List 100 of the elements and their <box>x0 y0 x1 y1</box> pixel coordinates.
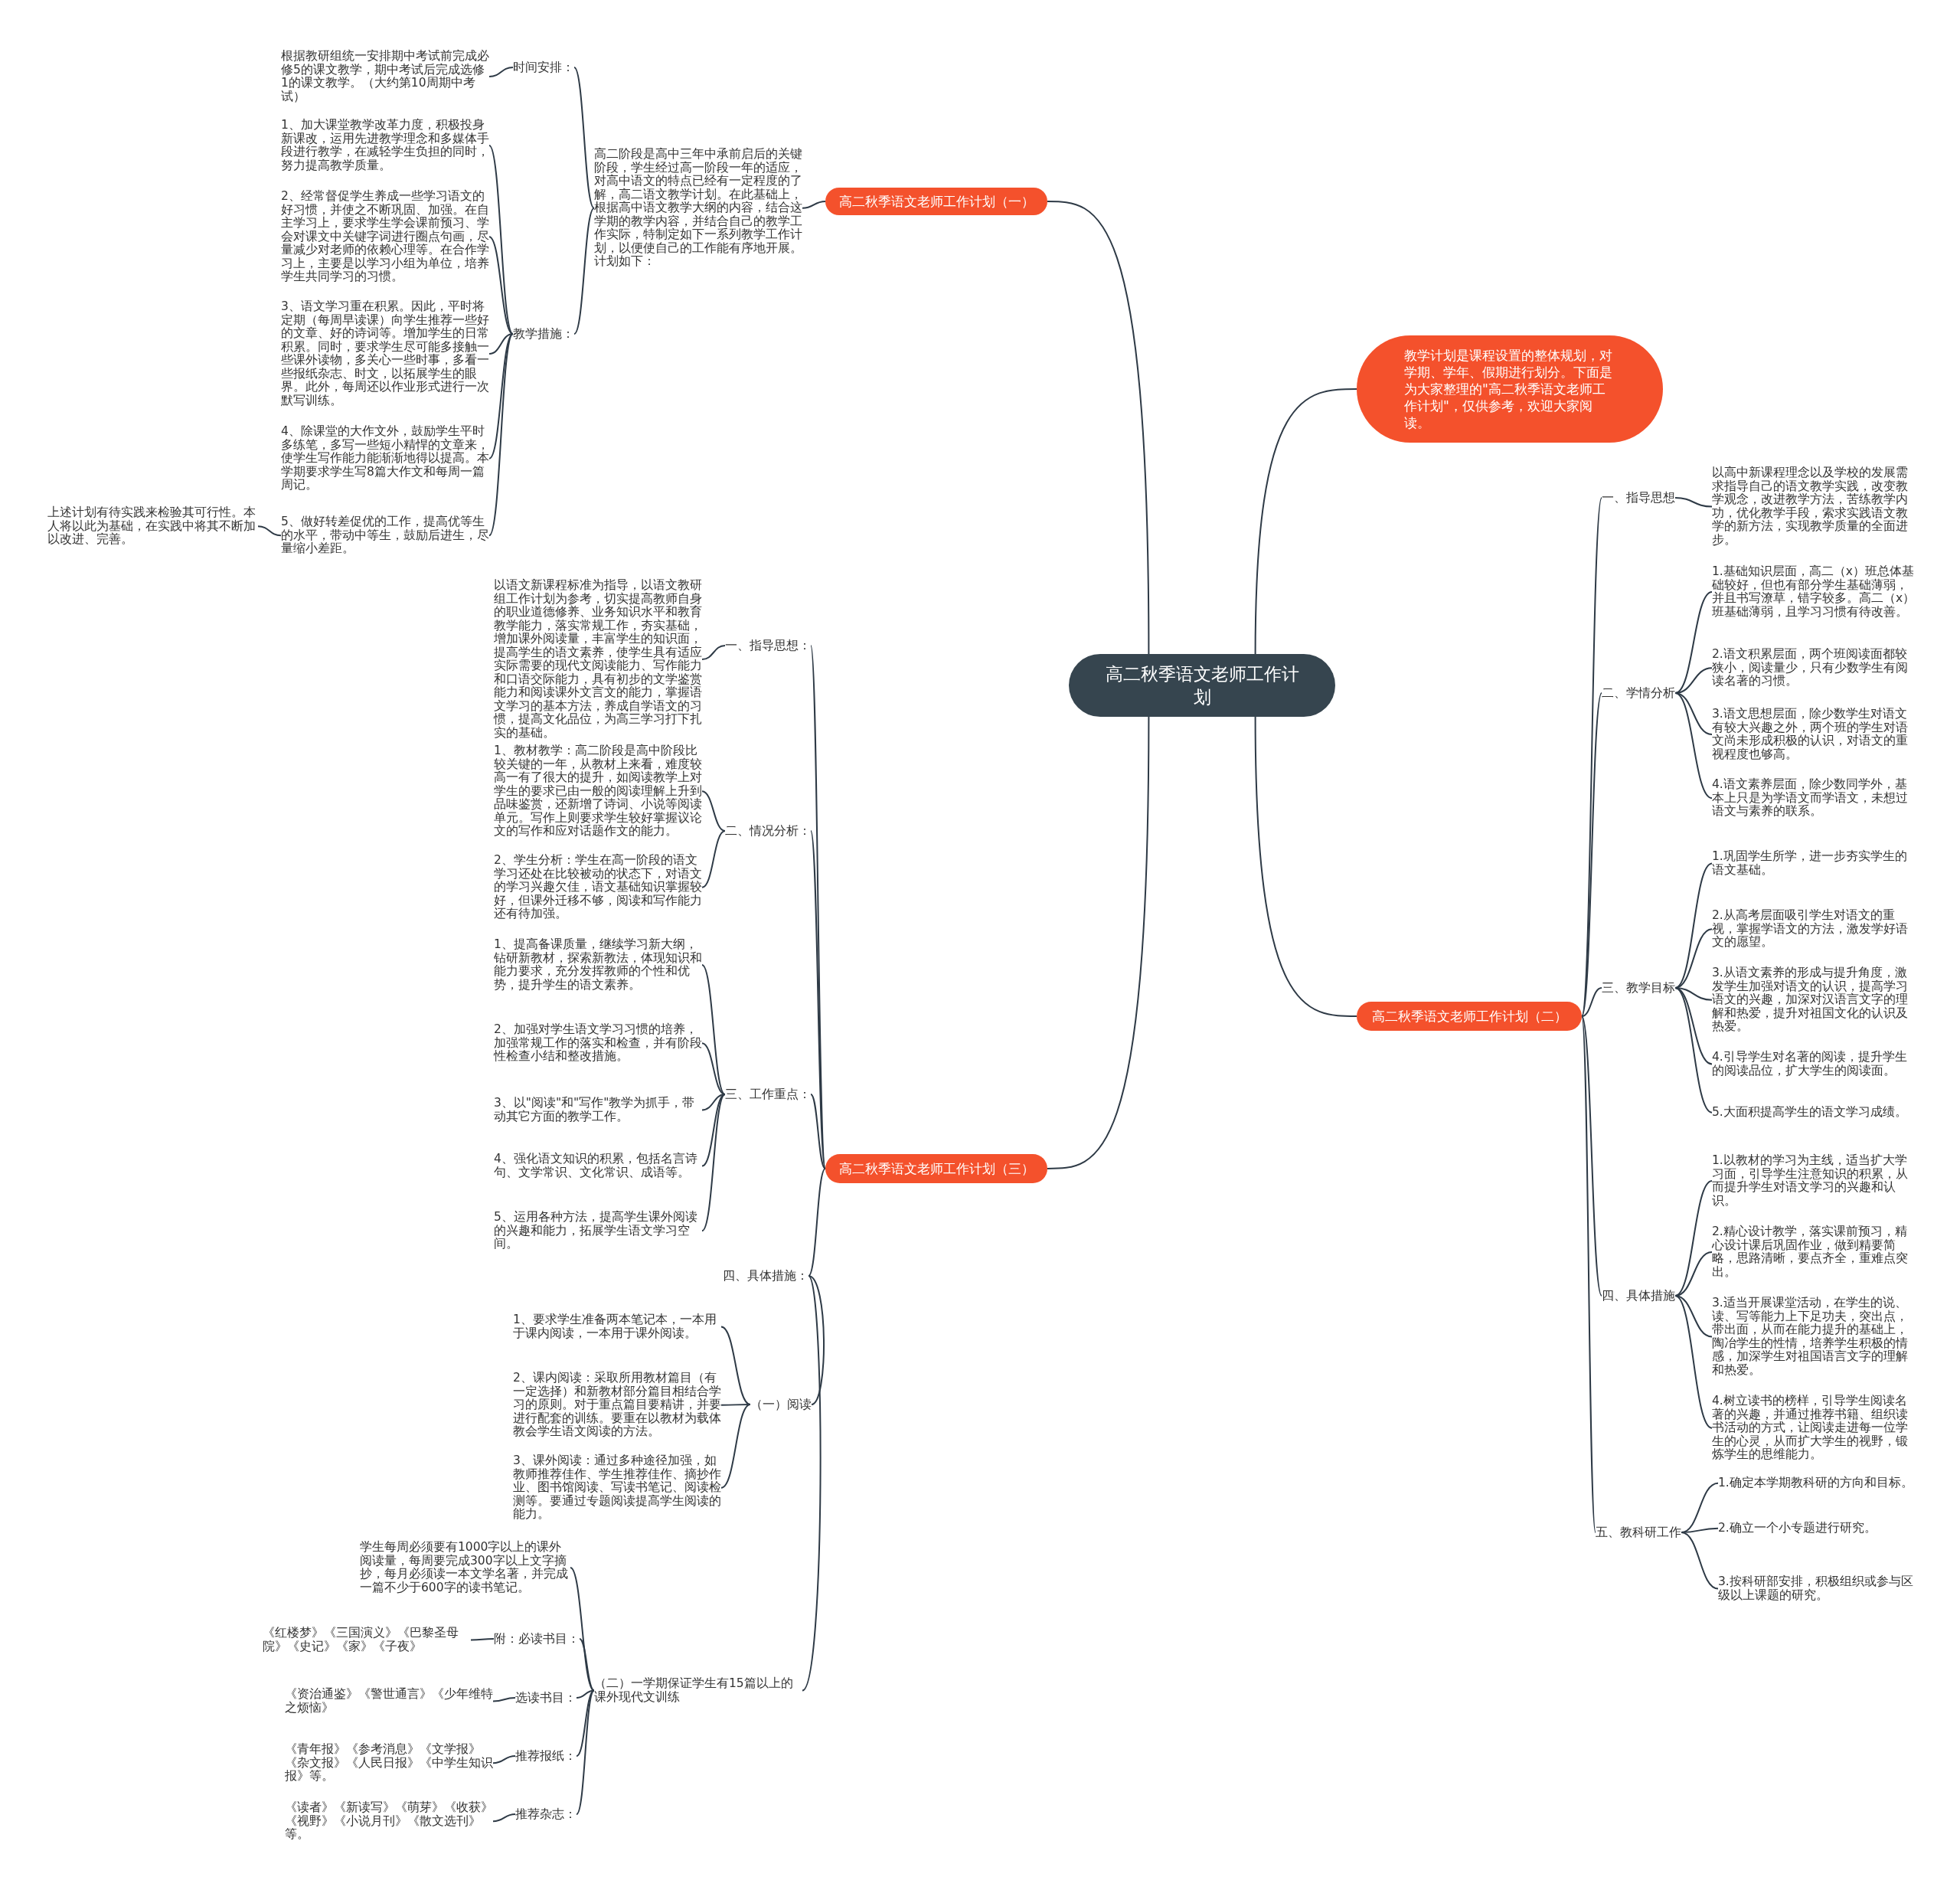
branch-topic: 高二秋季语文老师工作计划（三） <box>825 1154 1047 1183</box>
subtopic-label: 五、教科研工作 <box>1596 1525 1681 1539</box>
subtopic-label: 推荐报纸： <box>515 1749 577 1763</box>
connector-line <box>579 1638 595 1692</box>
subtopic-label: 附：必读书目： <box>494 1632 580 1646</box>
topic-text: 1、加大课堂教学改革力度，积极投身新课改，运用先进教学理念和多媒体手段进行教学，在减轻学生负担的同时，努力提高教学质量。 <box>281 119 489 172</box>
connector-line <box>701 1042 726 1095</box>
connector-line <box>1047 716 1150 1169</box>
topic-text: 3、以"阅读"和"写作"教学为抓手，带动其它方面的教学工作。 <box>494 1097 702 1123</box>
connector-line <box>720 1326 751 1405</box>
connector-line <box>1581 987 1602 1017</box>
connector-line <box>1674 1295 1713 1338</box>
connector-line <box>808 1168 826 1277</box>
connector-line <box>576 1689 595 1699</box>
connector-line <box>701 1094 726 1111</box>
subtopic-label: 时间安排： <box>513 60 574 74</box>
connector-line <box>1581 1015 1602 1297</box>
connector-line <box>1674 1295 1713 1429</box>
topic-text: 2、加强对学生语文学习习惯的培养，加强常规工作的落实和检查，并有阶段性检查小结和整改措施。 <box>494 1023 702 1064</box>
subtopic-label: 四、具体措施： <box>723 1269 808 1283</box>
topic-text: 3、语文学习重在积累。因此，平时将定期（每周早读课）向学生推荐一些好的文章、好的诗词等。增加学生的日常积累。同时，要求学生尽可能多接触一些课外读物，多关心一些时事，多看一些报纸杂志、时文，以拓展学生的眼界。此外，每周还以作业形式进行一次默写训练。 <box>281 300 489 407</box>
topic-text: 2.确立一个小专题进行研究。 <box>1718 1522 1919 1535</box>
topic-text: 学生每周必须要有1000字以上的课外阅读量，每周要完成300字以上文字摘抄，每月必须读一本文学名著，并完成一篇不少于600字的读书笔记。 <box>360 1541 570 1594</box>
subtopic-label: 一、指导思想： <box>725 639 811 652</box>
connector-line <box>573 207 595 335</box>
topic-text: 5、做好转差促优的工作，提高优等生的水平，带动中等生，鼓励后进生，尽量缩小差距。 <box>281 515 489 556</box>
topic-text: 4.引导学生对名著的阅读，提升学生的阅读品位，扩大学生的阅读面。 <box>1712 1051 1917 1077</box>
topic-text: 1、教材教学：高二阶段是高中阶段比较关键的一年，从教材上来看，难度较高一有了很大的提升，如阅读教学上对学生的要求已由一般的阅读理解上升到品味鉴赏，还新增了诗词、小说等阅读单元。写作上则要求学生较好掌握议论文的写作和应对话题作文的能力。 <box>494 744 702 839</box>
connector-line <box>808 1275 825 1405</box>
topic-text: 《读者》《新读写》《萌芽》《收获》《视野》《小说月刊》《散文选刊》等。 <box>285 1801 493 1842</box>
connector-line <box>488 67 514 77</box>
connector-line <box>470 1638 495 1641</box>
connector-line <box>810 645 826 1169</box>
topic-text: 3.从语文素养的形成与提升角度，激发学生加强对语文的认识，提高学习语文的兴趣，加深对汉语言文字的理解和热爱，提升对祖国文化的认识及热爱。 <box>1712 966 1917 1034</box>
topic-text: 1.确定本学期教科研的方向和目标。 <box>1718 1476 1919 1490</box>
connector-line <box>1674 862 1713 989</box>
topic-text: 2.从高考层面吸引学生对语文的重视，掌握学语文的方法，激发学好语文的愿望。 <box>1712 909 1917 950</box>
subtopic-label: 推荐杂志： <box>515 1807 577 1821</box>
connector-line <box>1674 591 1713 694</box>
topic-text: 上述计划有待实践来检验其可行性。本人将以此为基础，在实践中将其不断加以改进、完善。 <box>47 506 258 547</box>
subtopic-label: 教学措施： <box>513 327 574 341</box>
subtopic-label: 一、指导思想 <box>1602 491 1675 505</box>
connector-line <box>573 67 595 209</box>
connector-line <box>802 201 826 209</box>
connector-line <box>1674 692 1713 800</box>
subtopic-label: 三、教学目标 <box>1602 981 1675 995</box>
topic-text: 1.基础知识层面，高二（x）班总体基础较好，但也有部分学生基础薄弱，并且书写潦草，错字较多。高二（x）班基础薄弱，且学习习惯有待改善。 <box>1712 565 1917 619</box>
connector-line <box>492 1755 516 1764</box>
topic-text: 4.语文素养层面，除少数同学外，基本上只是为学语文而学语文，未想过语文与素养的联系。 <box>1712 778 1917 819</box>
topic-text: 2、课内阅读：采取所用教材篇目（有一定选择）和新教材部分篇目相结合学习的原则。对于重点篇目要精讲，并要进行配套的训练。要重在以教材为载体教会学生语文阅读的方法。 <box>513 1372 721 1439</box>
connector-line <box>701 1094 726 1232</box>
connector-line <box>488 333 514 355</box>
connector-line <box>802 1275 822 1692</box>
topic-text: 2.语文积累层面，两个班阅读面都较狭小，阅读量少，只有少数学生有阅读名著的习惯。 <box>1712 648 1917 688</box>
topic-text: 根据教研组统一安排期中考试前完成必修5的课文教学，期中考试后完成选修1的课文教学。（大约第10周期中考试） <box>281 50 489 103</box>
connector-line <box>1681 1532 1719 1590</box>
connector-line <box>810 830 826 1169</box>
connector-line <box>488 333 514 537</box>
topic-text: 1、要求学生准备两本笔记本，一本用于课内阅读，一本用于课外阅读。 <box>513 1313 721 1340</box>
connector-line <box>701 830 726 888</box>
topic-text: 3.按科研部安排，积极组织或参与区级以上课题的研究。 <box>1718 1575 1919 1602</box>
topic-text: 5、运用各种方法，提高学生课外阅读的兴趣和能力，拓展学生语文学习空间。 <box>494 1211 702 1251</box>
topic-text: 3.适当开展课堂活动，在学生的说、读、写等能力上下足功夫，突出点，带出面，从而在能力提升的基础上，陶冶学生的性情，培养学生积极的情感，加深学生对祖国语言文字的理解和热爱。 <box>1712 1297 1917 1377</box>
central-topic: 高二秋季语文老师工作计划 <box>1069 654 1335 717</box>
topic-text: 1.以教材的学习为主线，适当扩大学习面，引导学生注意知识的积累，从而提升学生对语文学习的兴趣和认识。 <box>1712 1154 1917 1208</box>
topic-text: 2.精心设计教学，落实课前预习，精心设计课后巩固作业，做到精要简略，思路清晰，要点齐全，重难点突出。 <box>1712 1225 1917 1279</box>
connector-line <box>492 1813 516 1823</box>
topic-text: 《资治通鉴》《警世通言》《少年维特之烦恼》 <box>285 1688 493 1715</box>
topic-text: （二）一学期保证学生有15篇以上的课外现代文训练 <box>594 1677 802 1704</box>
connector-line <box>1674 987 1713 1065</box>
connector-line <box>576 1689 595 1815</box>
connector-line <box>720 1404 751 1489</box>
topic-text: 2、学生分析：学生在高一阶段的语文学习还处在比较被动的状态下，对语文的学习兴趣欠佳，语文基础知识掌握较好，但课外迁移不够，阅读和写作能力还有待加强。 <box>494 854 702 921</box>
connector-line <box>1047 201 1150 655</box>
connector-line <box>1674 987 1713 1113</box>
connector-line <box>1254 388 1357 655</box>
topic-text: 1、提高备课质量，继续学习新大纲，钻研新教材，探索新教法，体现知识和能力要求，充分发挥教师的个性和优势，提升学生的语文素养。 <box>494 938 702 992</box>
connector-line <box>720 1404 751 1406</box>
topic-text: 2、经常督促学生养成一些学习语文的好习惯，并使之不断巩固、加强。在自主学习上，要求学生学会课前预习、学会对课文中关键字词进行圈点句画，尽量减少对老师的依赖心理等。在合作学习上，主要是以学习小组为单位，培养学生共同学习的习惯。 <box>281 190 489 284</box>
topic-text: 4、强化语文知识的积累，包括名言诗句、文学常识、文化常识、成语等。 <box>494 1153 702 1179</box>
topic-text: 以高中新课程理念以及学校的发展需求指导自己的语文教学实践，改变教学观念，改进教学方法，苦练教学内功，优化教学手段，索求实践语文教学的新方法，实现教学质量的全面进步。 <box>1712 466 1917 547</box>
connector-line <box>701 964 726 1095</box>
intro-bubble: 教学计划是课程设置的整体规划，对学期、学年、假期进行划分。下面是为大家整理的"高二秋季语文老师工作计划"，仅供参考，欢迎大家阅读。 <box>1357 335 1663 443</box>
subtopic-label: 二、情况分析： <box>725 824 811 838</box>
connector-line <box>1674 1180 1713 1297</box>
subtopic-label: 选读书目： <box>515 1691 577 1705</box>
connector-line <box>1254 716 1357 1017</box>
topic-text: 1.巩固学生所学，进一步夯实学生的语文基础。 <box>1712 850 1917 877</box>
connector-line <box>576 1689 595 1757</box>
connector-line <box>810 1094 826 1169</box>
topic-text: 《青年报》《参考消息》《文学报》《杂文报》《人民日报》《中学生知识报》等。 <box>285 1743 493 1784</box>
subtopic-label: 三、工作重点： <box>725 1087 811 1101</box>
connector-line <box>492 1697 516 1702</box>
topic-text: 5.大面积提高学生的语文学习成绩。 <box>1712 1106 1917 1120</box>
topic-text: 《红楼梦》《三国演义》《巴黎圣母院》《史记》《家》《子夜》 <box>263 1627 471 1653</box>
connector-line <box>701 790 726 832</box>
subtopic-label: 四、具体措施 <box>1602 1289 1675 1303</box>
topic-text: 4、除课堂的大作文外，鼓励学生平时多练笔，多写一些短小精悍的文章来，使学生写作能力能渐渐地得以提高。本学期要求学生写8篇大作文和每周一篇周记。 <box>281 425 489 492</box>
branch-topic: 高二秋季语文老师工作计划（一） <box>825 188 1047 215</box>
connector-line <box>488 333 514 459</box>
